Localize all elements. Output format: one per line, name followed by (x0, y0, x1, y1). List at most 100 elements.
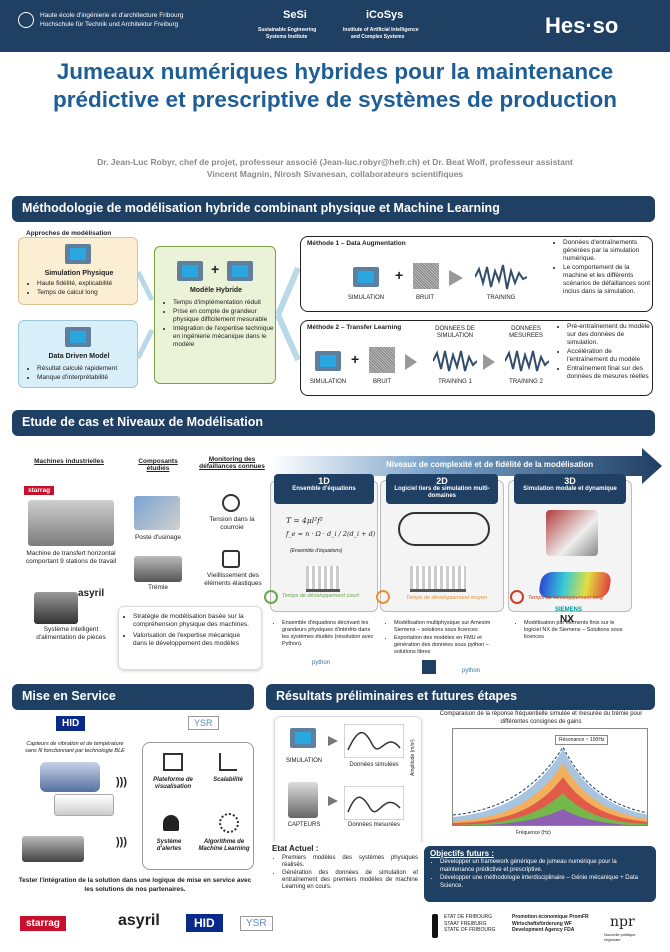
flow-arrows-right (276, 266, 300, 362)
bell-icon (163, 815, 179, 831)
sesi-name: SeSi (283, 9, 307, 21)
lvl1-title: 1D (318, 476, 330, 486)
dev1-label: Temps de développement court (282, 593, 359, 599)
dev2-label: Temps de développement moyen (406, 595, 488, 601)
spring-mass-diagram (306, 566, 340, 592)
section4-header: Résultats préliminaires et futures étape… (266, 684, 655, 710)
res-sim-data-label: Données simulées (349, 762, 399, 768)
sim-physique-list: Haute fidélité, explicabilité Temps de c… (27, 280, 137, 298)
wireless-signal-icon: ))) (116, 836, 127, 848)
strategy-list: Stratégie de modélisation basée sur la c… (119, 607, 261, 648)
strategy-box: Stratégie de modélisation basée sur la c… (118, 606, 262, 670)
mon2-caption: Vieillissement des éléments élastiques (204, 572, 262, 587)
header-banner: Haute école d'ingénierie et d'architectu… (0, 0, 670, 52)
feeder-system-image (34, 592, 78, 624)
flow-arrows-left (138, 270, 154, 360)
sensor-caption: Capteurs de vibration et de température … (25, 741, 125, 754)
etat-fr-2: STAAT FREIBURG (444, 920, 487, 927)
plus-icon: + (395, 267, 404, 283)
ai-computer-icon (65, 327, 91, 347)
fribourg-flag-icon (432, 914, 438, 938)
m1-training-label: TRAINING (486, 295, 516, 301)
lvl3-title: 3D (564, 476, 576, 486)
school-name-line2: Hochschule für Technik und Architektur F… (40, 21, 179, 28)
computer-icon (290, 728, 316, 748)
promo-3: Development Agency FDA (512, 927, 575, 933)
equation-1: T = 4μl²f² (286, 516, 323, 525)
npr-logo: npr (610, 914, 635, 930)
equation-note: (Ensemble d'équations) (290, 548, 343, 554)
waveform-icon (475, 264, 527, 290)
lvl2-desc1: Modélisation multiphysique sur Amesim Si… (394, 620, 504, 634)
etat-actuel-box: Etat Actuel : Premiers modèles des systè… (266, 842, 422, 902)
arrow-right-icon (328, 796, 338, 806)
method2-list: Pré-entraînement du modèle sur des donné… (557, 323, 653, 382)
sim-physique-title: Simulation Physique (44, 270, 114, 277)
npr-sub: Nouvelle politique régionale (604, 932, 636, 942)
col-components-header: Composants étudiés (138, 458, 178, 472)
m2-bullet1: Pré-entraînement du modèle sur des donné… (567, 323, 653, 347)
siemens-logo: SIEMENS (555, 607, 583, 613)
footer-asyril-logo: asyril (118, 912, 160, 929)
features-box: Plateforme de visualisation Scalabilité … (142, 742, 254, 870)
noise-texture (413, 263, 439, 289)
m2-training2-label: TRAINING 2 (509, 379, 543, 385)
m2-bruit-label: BRUIT (373, 379, 391, 385)
machining-station-image (134, 496, 180, 530)
ai-chip-icon (227, 261, 253, 281)
lvl1-subtitle: Ensemble d'équations (292, 486, 356, 492)
fem-model-image (546, 510, 598, 556)
arrow-right-icon (483, 354, 495, 370)
sim-bullet2: Temps de calcul long (37, 289, 137, 297)
section2-header: Etude de cas et Niveaux de Modélisation (12, 410, 655, 436)
sensor-image (40, 762, 100, 792)
simulated-signal-plot (344, 724, 404, 758)
chart-frame: Résonance ~ 100Hz (452, 728, 648, 826)
comp1-caption: Poste d'usinage (134, 534, 182, 541)
feature-scalability: Scalabilité (213, 777, 243, 783)
computer-icon (65, 244, 91, 264)
computer-icon (177, 261, 203, 281)
data-driven-box: Data Driven Model Résultat calculé rapid… (18, 320, 138, 388)
method1-box: Méthode 1 – Data Augmentation + SIMULATI… (300, 236, 653, 312)
hesso-logo: Hes·so (545, 13, 619, 38)
objectifs-box: Objectifs futurs : Développer un framewo… (424, 846, 656, 902)
feature-visualisation: Plateforme de visualisation (153, 777, 193, 790)
m2-donnees-sim-label: DONNEES DE SIMULATION (435, 326, 475, 339)
ysr-logo: YSR (188, 716, 219, 730)
belt-model-diagram (398, 512, 490, 546)
level-3d-header: 3D Simulation modale et dynamique (514, 474, 626, 504)
noise-texture (369, 347, 395, 373)
chart-legend: Résonance ~ 100Hz (555, 735, 609, 745)
poster-title: Jumeaux numériques hybrides pour la main… (53, 59, 617, 112)
sesi-sub1: Sustainable Engineering (258, 27, 317, 33)
promo-text: Promotion économique PromFR Wirtschaftsf… (512, 914, 589, 934)
asyril-small-logo: asyril (78, 588, 105, 599)
m1-bruit-label: BRUIT (416, 295, 434, 301)
m2-bullet3: Entraînement final sur des données de me… (567, 365, 653, 381)
lvl2-desc-list: Modélisation multiphysique sur Amesim Si… (384, 620, 504, 657)
feeder-mounted-image (22, 836, 84, 862)
hybrid-bullet2: Prise en compte de grandeur physique dif… (173, 308, 275, 324)
etat-fribourg-text: ETAT DE FRIBOURG STAAT FREIBURG STATE OF… (444, 914, 495, 934)
sesi-sub2: Systems Institute (266, 34, 308, 40)
dashboard-icon (163, 753, 183, 771)
method1-title: Méthode 1 – Data Augmentation (307, 240, 406, 247)
col-machines-header: Machines industrielles (34, 458, 104, 465)
etat-title: Etat Actuel : (272, 844, 319, 853)
method2-title: Méthode 2 – Transfer Learning (307, 324, 402, 331)
lvl1-desc: Ensemble d'équations décrivant les grand… (282, 620, 378, 648)
hopper-image (134, 556, 182, 582)
frequency-response-plot (453, 745, 647, 825)
hid-logo: HID (56, 716, 86, 731)
etat-2: Génération des données de simulation et … (282, 870, 418, 891)
m1-bullet2: Le comportement de la machine et les dif… (563, 264, 653, 296)
lvl3-desc-list: Modélisation par éléments finis sur le l… (514, 620, 632, 642)
wireless-signal-icon: ))) (116, 776, 127, 788)
mise-en-service-summary: Tester l'intégration de la solution dans… (18, 877, 252, 893)
hybrid-model-box: + Modèle Hybride Temps d'implémentation … (154, 246, 276, 384)
sensor-photo (288, 782, 318, 818)
sensor-device-image (54, 794, 114, 816)
nx-logo: NX (560, 614, 574, 625)
m1-bullet1: Données d'entraînements générées par la … (563, 239, 653, 263)
